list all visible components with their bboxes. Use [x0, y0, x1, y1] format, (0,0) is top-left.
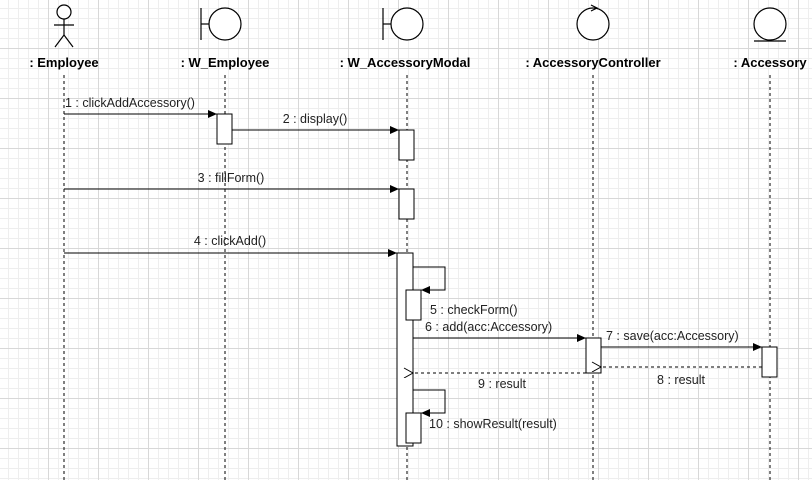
activation-w-modal-fillform[interactable] [398, 188, 415, 220]
message-arrow [413, 266, 446, 294]
participant-accessory[interactable]: : Accessory [733, 7, 807, 70]
message-8[interactable]: 8 : result [601, 367, 762, 387]
activation-accessory[interactable] [761, 346, 778, 378]
message-label: 2 : display() [283, 112, 348, 126]
message-arrow [413, 389, 446, 417]
message-3[interactable]: 3 : fillForm() [64, 171, 399, 193]
message-5[interactable]: 5 : checkForm() [413, 266, 518, 317]
participant-w-accessory-modal[interactable]: : W_AccessoryModal [340, 7, 471, 70]
participant-name: : AccessoryController [525, 55, 660, 70]
boundary-icon [200, 7, 242, 41]
participant-name: : Employee [29, 55, 98, 70]
participant-w-employee[interactable]: : W_Employee [181, 7, 270, 70]
message-label: 7 : save(acc:Accessory) [606, 329, 739, 343]
participant-name: : W_Employee [181, 55, 270, 70]
message-label: 1 : clickAddAccessory() [65, 96, 195, 110]
message-label: 6 : add(acc:Accessory) [425, 320, 552, 334]
message-9[interactable]: 9 : result [413, 373, 586, 391]
activation-w-modal-showresult[interactable] [405, 412, 422, 444]
message-1[interactable]: 1 : clickAddAccessory() [64, 96, 217, 118]
message-4[interactable]: 4 : clickAdd() [64, 234, 397, 257]
activation-w-modal-display[interactable] [398, 129, 415, 161]
participant-name: : Accessory [733, 55, 807, 70]
message-label: 9 : result [478, 377, 526, 391]
activation-controller[interactable] [585, 337, 602, 374]
message-label: 10 : showResult(result) [429, 417, 557, 431]
boundary-icon [382, 7, 424, 41]
activations [216, 113, 778, 447]
message-6[interactable]: 6 : add(acc:Accessory) [413, 320, 586, 342]
control-icon [576, 4, 610, 41]
participant-accessory-controller[interactable]: : AccessoryController [525, 4, 661, 70]
entity-icon [753, 7, 787, 42]
message-7[interactable]: 7 : save(acc:Accessory) [601, 329, 762, 351]
message-label: 8 : result [657, 373, 705, 387]
participant-employee[interactable]: : Employee [29, 4, 99, 70]
participant-name: : W_AccessoryModal [340, 55, 471, 70]
activation-w-modal-checkform[interactable] [405, 289, 422, 321]
message-label: 4 : clickAdd() [194, 234, 266, 248]
actor-icon [54, 4, 74, 48]
message-label: 5 : checkForm() [430, 303, 518, 317]
message-label: 3 : fillForm() [198, 171, 265, 185]
message-10[interactable]: 10 : showResult(result) [413, 389, 557, 431]
activation-w-employee[interactable] [216, 113, 233, 145]
message-2[interactable]: 2 : display() [232, 112, 399, 134]
